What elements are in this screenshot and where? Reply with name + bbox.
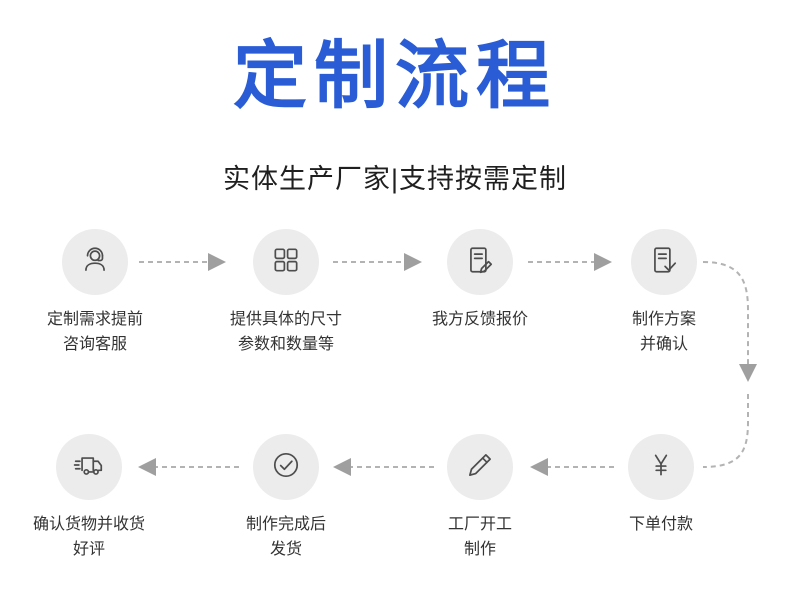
step-circle — [447, 434, 513, 500]
step-label: 定制需求提前 咨询客服 — [46, 311, 143, 353]
yuan-icon — [645, 449, 677, 486]
flow-step-plan-confirm: 制作方案 并确认 — [574, 229, 754, 358]
step-label: 制作方案 并确认 — [631, 311, 696, 353]
flow-step-receive: 确认货物并收货 好评 — [0, 434, 179, 563]
quote-document-icon — [464, 244, 496, 281]
step-label: 工厂开工 制作 — [447, 516, 512, 558]
pencil-icon — [464, 449, 496, 486]
step-label: 下单付款 — [628, 516, 693, 533]
step-circle — [253, 229, 319, 295]
customer-service-icon — [79, 244, 111, 281]
step-circle — [56, 434, 122, 500]
truck-icon — [73, 449, 105, 486]
page-subtitle: 实体生产厂家|支持按需定制 — [222, 164, 567, 194]
flow-step-consult: 定制需求提前 咨询客服 — [5, 229, 185, 358]
step-label: 我方反馈报价 — [431, 311, 528, 328]
step-circle — [253, 434, 319, 500]
plan-document-icon — [648, 244, 680, 281]
page-title: 定制流程 — [233, 34, 557, 117]
step-circle — [631, 229, 697, 295]
step-circle — [62, 229, 128, 295]
flow-step-pay: 下单付款 — [571, 434, 751, 538]
grid-icon — [270, 244, 302, 281]
flow-step-quote: 我方反馈报价 — [390, 229, 570, 333]
step-label: 制作完成后 发货 — [245, 516, 326, 558]
step-label: 提供具体的尺寸 参数和数量等 — [229, 311, 342, 353]
step-label: 确认货物并收货 好评 — [32, 516, 145, 558]
flow-step-production: 工厂开工 制作 — [390, 434, 570, 563]
step-circle — [628, 434, 694, 500]
check-circle-icon — [270, 449, 302, 486]
flow-step-ship: 制作完成后 发货 — [196, 434, 376, 563]
flow-step-specs: 提供具体的尺寸 参数和数量等 — [196, 229, 376, 358]
step-circle — [447, 229, 513, 295]
